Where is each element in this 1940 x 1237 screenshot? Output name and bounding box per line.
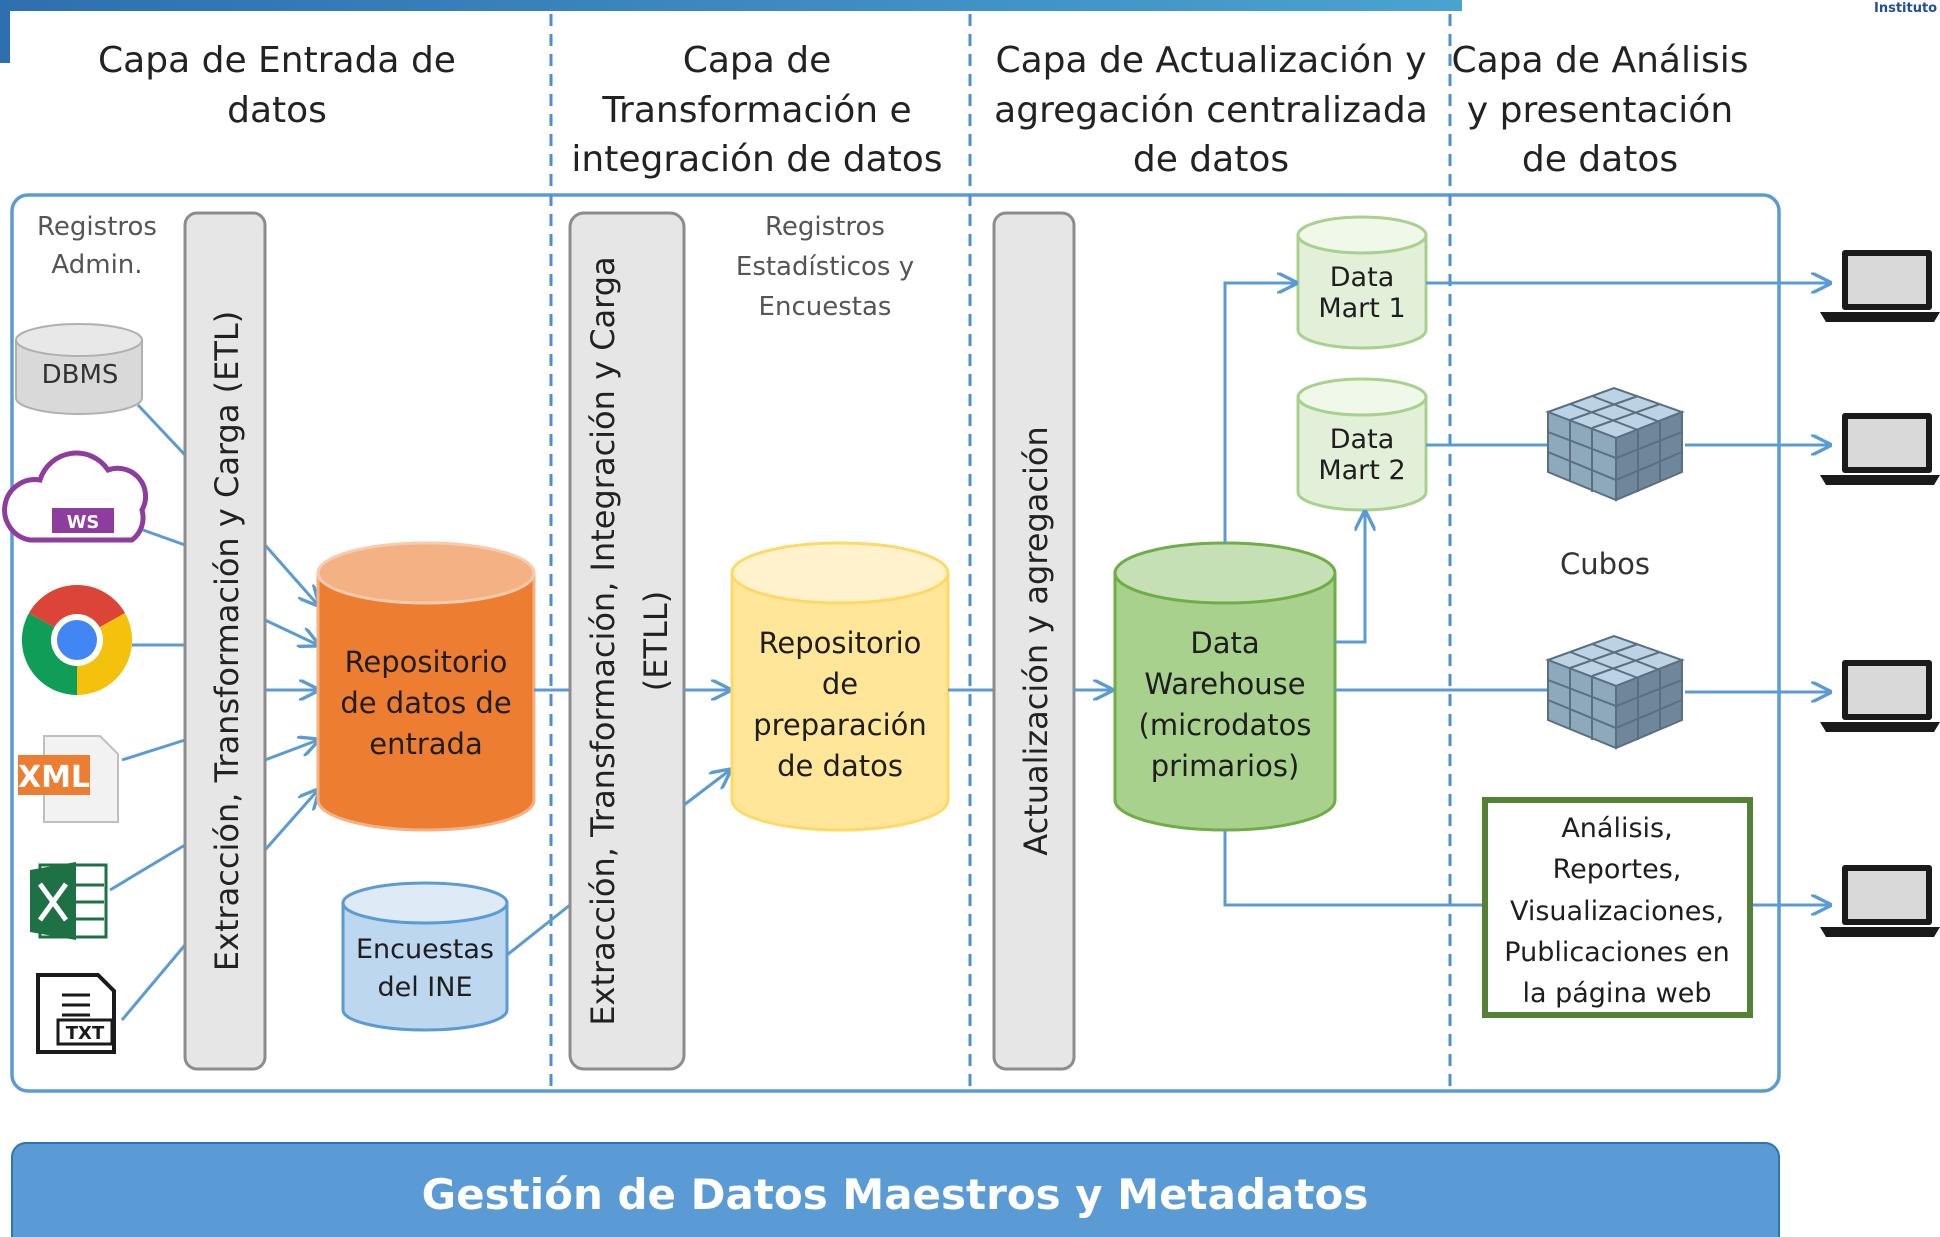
- laptop-icon-3: [1820, 660, 1940, 732]
- cube-icon-2: [1545, 634, 1685, 750]
- analysis-box-line: Visualizaciones,: [1510, 896, 1724, 927]
- footer-label: Gestión de Datos Maestros y Metadatos: [422, 1170, 1369, 1219]
- cube-icon-1: [1545, 386, 1685, 502]
- repositorio-preparacion-label: preparación: [753, 708, 927, 742]
- laptop-icon-4: [1820, 865, 1940, 937]
- etll-bar-label-line2: (ETLL): [637, 591, 675, 691]
- txt-label: TXT: [66, 1023, 105, 1044]
- dbms-label: DBMS: [42, 360, 119, 390]
- warehouse-connectors: [1223, 283, 1830, 905]
- registros-estadisticos-label: Registros: [765, 212, 885, 242]
- encuestas-ine-cylinder: Encuestas del INE: [341, 881, 509, 1032]
- data-warehouse-label: Warehouse: [1144, 667, 1305, 701]
- repositorio-preparacion-label: Repositorio: [759, 626, 922, 660]
- analysis-reports-box: Análisis, Reportes, Visualizaciones, Pub…: [1482, 797, 1753, 1018]
- xml-file-icon: XML: [18, 735, 119, 823]
- registros-estadisticos-label: Estadísticos y: [736, 252, 914, 282]
- etll-to-preparacion-arrow-2: [683, 770, 730, 807]
- repositorio-entrada-cylinder: Repositorio de datos de entrada: [316, 541, 536, 832]
- cubos-label: Cubos: [1560, 547, 1650, 581]
- data-mart-1-cylinder: Data Mart 1: [1296, 215, 1428, 350]
- analysis-box-line: la página web: [1522, 978, 1711, 1009]
- analysis-box-line: Análisis,: [1561, 813, 1672, 844]
- layer-title-line: y presentación: [1467, 90, 1733, 131]
- data-warehouse-label: primarios): [1151, 749, 1300, 783]
- layer-title-actualizacion: Capa de Actualización y agregación centr…: [994, 40, 1428, 180]
- agg-bar-label: Actualización y agregación: [1017, 426, 1055, 856]
- repositorio-entrada-label: de datos de: [340, 686, 511, 720]
- etl-to-entrada-arrows: [263, 544, 318, 851]
- analysis-box-line: Reportes,: [1553, 854, 1682, 885]
- etll-bar: [568, 211, 686, 1071]
- repositorio-preparacion-label: de datos: [777, 749, 903, 783]
- layer-title-line: Transformación e: [601, 90, 911, 131]
- layer-title-line: Capa de Entrada de: [98, 40, 456, 81]
- data-mart-1-label: Mart 1: [1318, 293, 1405, 324]
- source-connectors: [109, 403, 187, 1021]
- dbms-icon: DBMS: [15, 323, 143, 415]
- footer-bar: Gestión de Datos Maestros y Metadatos: [11, 1142, 1780, 1237]
- layer-title-line: Capa de Actualización y: [995, 40, 1426, 81]
- repositorio-preparacion-label: de: [822, 667, 858, 701]
- layer-title-line: agregación centralizada: [994, 90, 1428, 131]
- etll-bar-label: Extracción, Transformación, Integración …: [584, 256, 622, 1025]
- layer-title-transformacion: Capa de Transformación e integración de …: [571, 40, 942, 180]
- xml-label: XML: [18, 760, 90, 795]
- registros-estadisticos-label: Encuestas: [759, 292, 892, 322]
- xml-badge: [18, 755, 90, 795]
- ws-badge: [52, 508, 114, 533]
- txt-file-icon: TXT: [36, 973, 116, 1054]
- encuestas-ine-label: del INE: [377, 972, 472, 1003]
- excel-icon: [30, 862, 108, 940]
- data-mart-2-label: Data: [1330, 424, 1394, 455]
- cloud-ws-icon: WS: [2, 450, 149, 543]
- data-mart-2-cylinder: Data Mart 2: [1296, 377, 1428, 512]
- repositorio-entrada-label: entrada: [369, 727, 482, 761]
- chrome-icon: [21, 584, 133, 696]
- layer-title-entrada: Capa de Entrada de datos: [98, 40, 456, 131]
- repositorio-preparacion-cylinder: Repositorio de preparación de datos: [730, 541, 950, 832]
- txt-badge: [56, 1018, 114, 1046]
- layer-title-line: Capa de: [683, 40, 832, 81]
- layer-title-line: de datos: [1133, 139, 1289, 180]
- laptop-icon-1: [1820, 250, 1940, 322]
- data-mart-2-label: Mart 2: [1318, 455, 1405, 486]
- registros-admin-label: Registros: [37, 212, 157, 242]
- encuestas-to-etll-line: [506, 903, 571, 957]
- top-banner: [0, 0, 1462, 11]
- data-warehouse-label: Data: [1190, 626, 1259, 660]
- corner-brand-text: Instituto N: [1874, 1, 1940, 16]
- data-mart-1-label: Data: [1330, 262, 1394, 293]
- laptop-icon-2: [1820, 413, 1940, 485]
- data-warehouse-cylinder: Data Warehouse (microdatos primarios): [1113, 541, 1337, 832]
- data-warehouse-label: (microdatos: [1139, 708, 1312, 742]
- layer-title-line: integración de datos: [571, 139, 942, 180]
- layer-title-analisis: Capa de Análisis y presentación de datos: [1451, 40, 1748, 180]
- etl-bar-label: Extracción, Transformación y Carga (ETL): [208, 311, 246, 971]
- top-banner-corner: [0, 11, 10, 63]
- layer-title-line: datos: [227, 90, 327, 131]
- etl-bar: [183, 211, 267, 1071]
- main-container: [10, 193, 1781, 1093]
- registros-admin-label: Admin.: [51, 250, 142, 280]
- layer-title-line: de datos: [1522, 139, 1678, 180]
- agg-bar: [992, 211, 1076, 1071]
- layer-title-line: Capa de Análisis: [1451, 40, 1748, 81]
- analysis-box-line: Publicaciones en: [1504, 937, 1729, 968]
- ws-label: WS: [67, 512, 100, 533]
- repositorio-entrada-label: Repositorio: [345, 645, 508, 679]
- encuestas-ine-label: Encuestas: [356, 934, 494, 965]
